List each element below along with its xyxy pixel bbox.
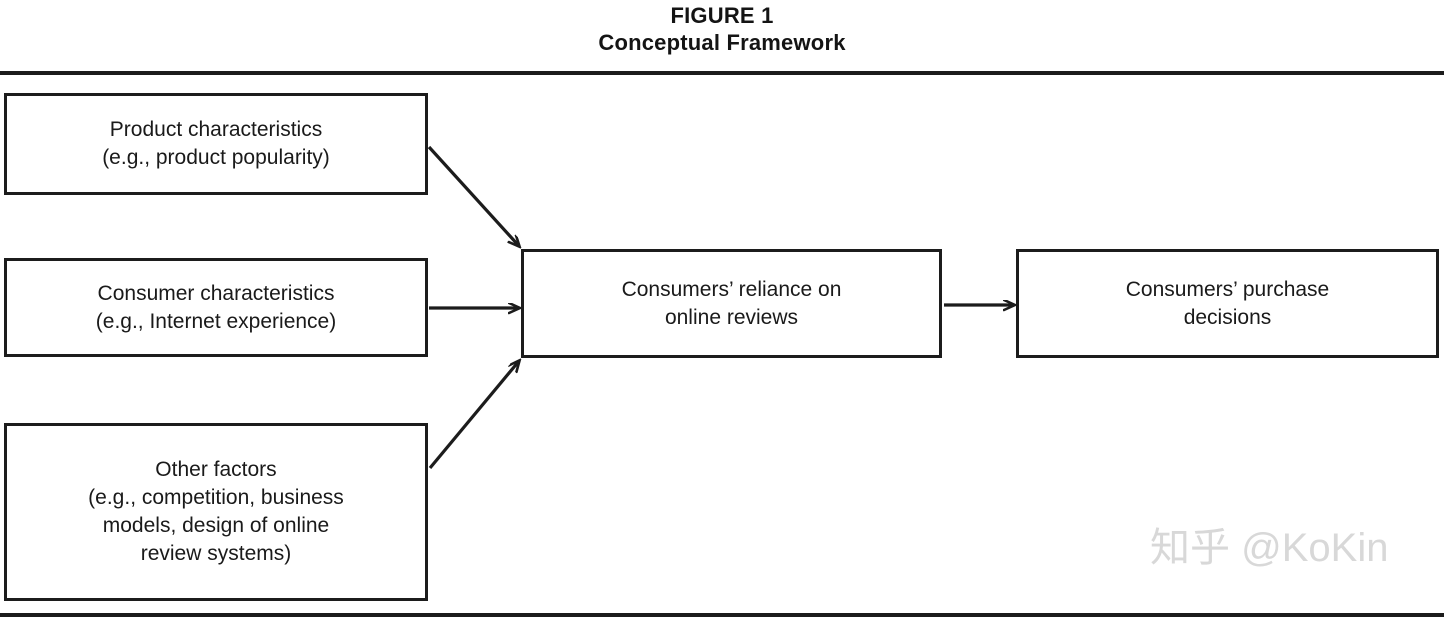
bottom-divider	[0, 613, 1444, 617]
page-title: Conceptual Framework	[598, 30, 846, 55]
node-consumers-reliance: Consumers’ reliance on online reviews	[521, 249, 942, 358]
node-product-characteristics: Product characteristics (e.g., product p…	[4, 93, 428, 195]
node-purchase-decisions: Consumers’ purchase decisions	[1016, 249, 1439, 358]
figure-title-block: FIGURE 1 Conceptual Framework	[0, 2, 1444, 56]
node-label: Other factors (e.g., competition, busine…	[88, 458, 344, 565]
figure-label: FIGURE 1	[670, 3, 774, 28]
node-consumer-characteristics: Consumer characteristics (e.g., Internet…	[4, 258, 428, 357]
watermark: 知乎 @KoKin	[1150, 526, 1389, 570]
node-label: Consumers’ purchase decisions	[1125, 277, 1330, 329]
edge-product-to-reliance	[427, 145, 519, 246]
node-label: Consumer characteristics (e.g., Internet…	[95, 281, 337, 333]
edge-other-to-reliance	[428, 361, 519, 470]
top-divider	[0, 71, 1444, 75]
node-other-factors: Other factors (e.g., competition, busine…	[4, 423, 428, 601]
node-label: Consumers’ reliance on online reviews	[621, 277, 842, 329]
node-label: Product characteristics (e.g., product p…	[102, 118, 330, 169]
